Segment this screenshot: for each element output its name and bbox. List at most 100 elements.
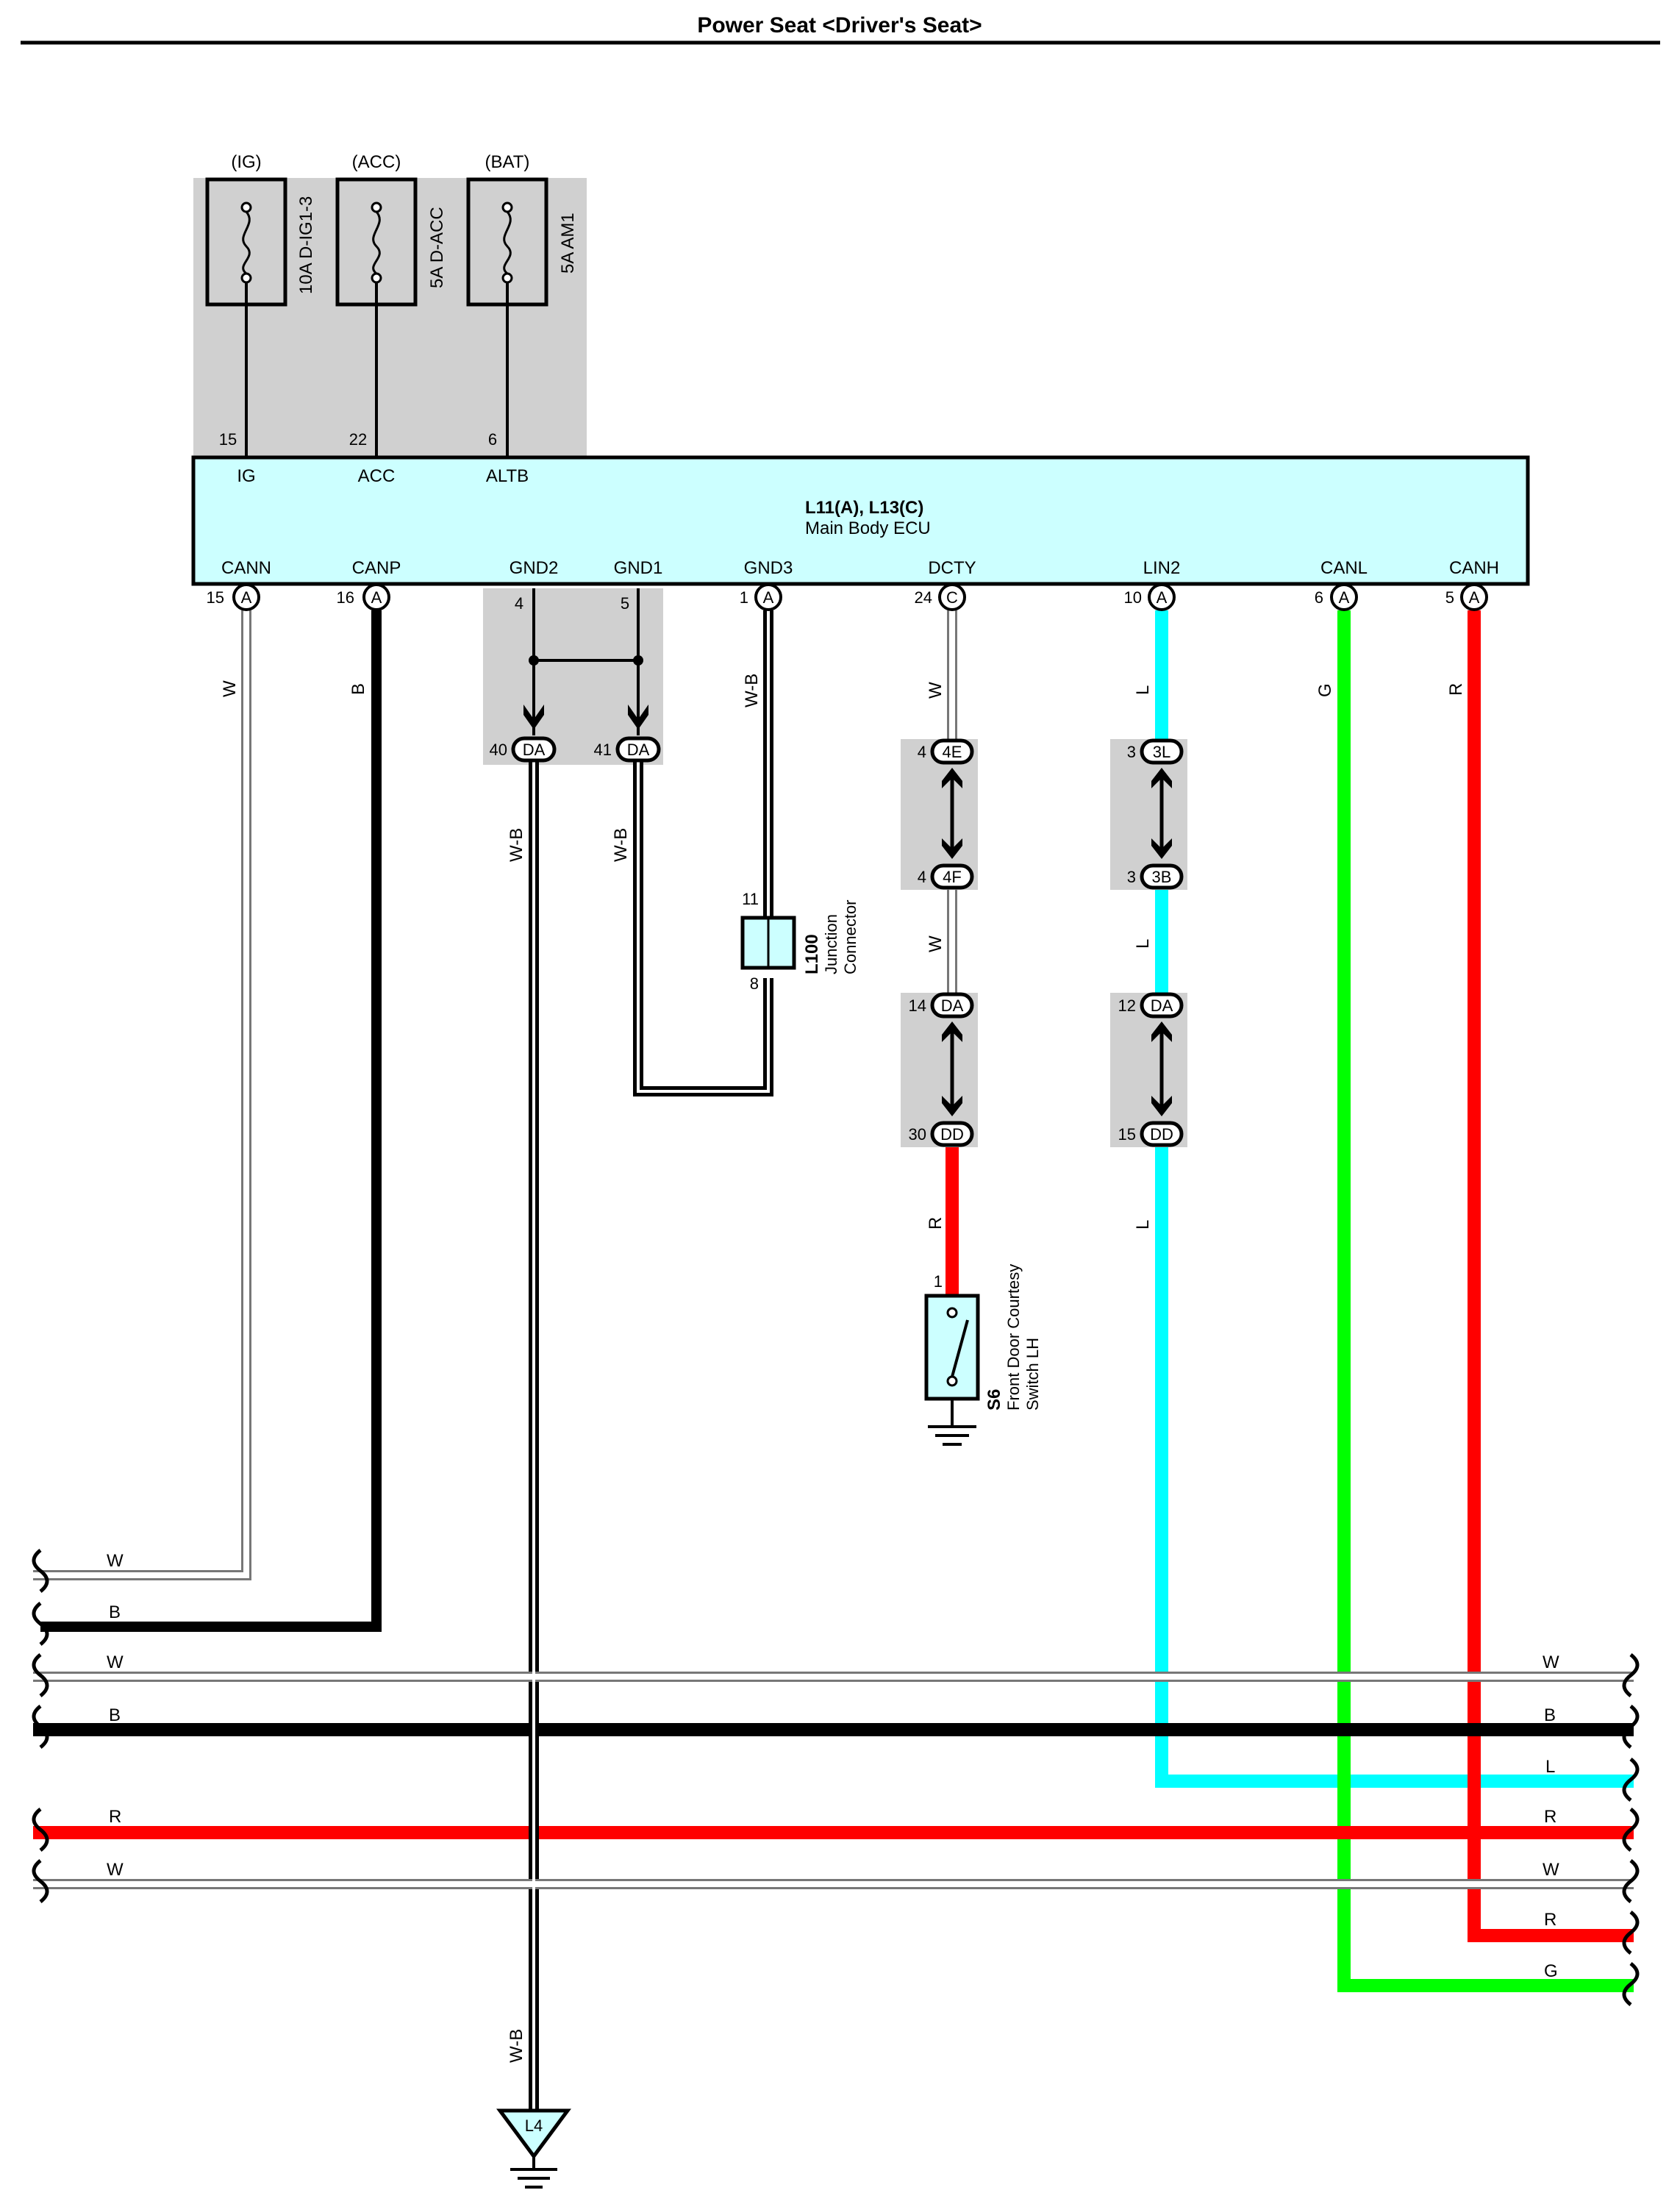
connector-letter: A xyxy=(241,588,252,607)
connector-code: DA xyxy=(1151,996,1173,1015)
connector-letter: A xyxy=(1469,588,1480,607)
wire-color-lin2-lower: L xyxy=(1133,1220,1153,1230)
wire-color-canh: R xyxy=(1446,683,1466,696)
diagram-title: Power Seat <Driver's Seat> xyxy=(697,13,982,38)
pin-number: 24 xyxy=(915,588,932,607)
pin-number: 11 xyxy=(742,890,759,908)
fuse-element-icon xyxy=(242,211,251,275)
fuse-bat: (BAT) 5A AM1 6 xyxy=(466,152,578,457)
bus-right-label-1: W xyxy=(1543,1652,1559,1672)
lin2-inline-connectors: 3L 3 3B 3 DA 12 DD 15 xyxy=(1118,738,1184,1147)
gnd-junction-connectors: DA 40 DA 41 xyxy=(490,705,661,763)
connector-code: DA xyxy=(523,741,546,759)
connector-code: L100 xyxy=(802,934,822,974)
pin-number: 1 xyxy=(740,588,748,607)
pin-number: 8 xyxy=(750,974,759,993)
bus-left-label-5: R xyxy=(109,1807,121,1827)
pin-number: 6 xyxy=(1315,588,1323,607)
lin2-connector-shade-2 xyxy=(1110,993,1187,1147)
wire-color-dcty-upper: W xyxy=(926,682,946,699)
pin-number: 3 xyxy=(1127,743,1136,761)
fuse-rating-label: 10A D-IG1-3 xyxy=(296,196,316,294)
dcty-connector-shade-2 xyxy=(901,993,978,1147)
bus-right-label-2: B xyxy=(1544,1705,1556,1725)
bus-left-label-3: W xyxy=(107,1652,124,1672)
ecu-bottom-connectors: A 15 A 16 4 5 A 1 C 24 A 10 A 6 A 5 xyxy=(207,583,1488,613)
connector-code: DA xyxy=(941,996,964,1015)
fuse-acc: (ACC) 5A D-ACC 22 xyxy=(335,152,447,457)
bus-right-label-3: L xyxy=(1545,1757,1555,1777)
bus-right-label-4: R xyxy=(1544,1807,1556,1827)
right-break-marks xyxy=(1622,1653,1640,2006)
pin-number: 3 xyxy=(1127,868,1136,886)
gnd-internal-wires xyxy=(529,588,643,735)
connector-code: 4E xyxy=(943,743,962,761)
pin-number: 5 xyxy=(1445,588,1454,607)
ecu-code: L11(A), L13(C) xyxy=(805,498,923,518)
pin-number: 15 xyxy=(207,588,224,607)
wire-color-dcty-mid: W xyxy=(926,935,946,952)
lin2-blue-wire xyxy=(1155,610,1634,1788)
connector-letter: A xyxy=(1339,588,1350,607)
pin-number: 5 xyxy=(621,594,629,613)
bus-left-label-6: W xyxy=(107,1860,124,1880)
fuse-rating-label: 5A D-ACC xyxy=(427,207,447,288)
pin-number: 4 xyxy=(918,868,926,886)
connector-code: DA xyxy=(627,741,650,759)
bus-wires xyxy=(33,1672,1634,1889)
pin-number: 4 xyxy=(515,594,523,613)
pin-number: 30 xyxy=(909,1125,926,1144)
bus-left-label-4: B xyxy=(109,1705,121,1725)
fuse-source-label: (IG) xyxy=(231,152,261,172)
pin-number: 4 xyxy=(918,743,926,761)
left-break-marks xyxy=(32,1549,49,1903)
ground-code: L4 xyxy=(525,2116,543,2135)
ecu-terminal-gnd1: GND1 xyxy=(614,558,663,578)
wire-color-cann: W xyxy=(220,680,240,697)
ecu-terminal-canh: CANH xyxy=(1449,558,1499,578)
pin-number: 10 xyxy=(1124,588,1142,607)
bus-left-label-2: B xyxy=(109,1602,121,1622)
wire-color-lin2-mid: L xyxy=(1133,939,1153,949)
ecu-terminal-altb: ALTB xyxy=(486,466,529,486)
fuse-element-icon xyxy=(372,211,381,275)
connector-code: 4F xyxy=(943,868,962,886)
fuse-pin-number: 22 xyxy=(349,430,367,449)
main-body-ecu-box xyxy=(191,455,1530,586)
fuse-pin-number: 15 xyxy=(219,430,237,449)
connector-letter: A xyxy=(1157,588,1168,607)
ecu-terminal-gnd3: GND3 xyxy=(744,558,793,578)
gnd1-gnd3-wb-wire xyxy=(633,610,773,1096)
ecu-terminal-lin2: LIN2 xyxy=(1143,558,1181,578)
ecu-name: Main Body ECU xyxy=(805,518,931,538)
fuse-rating-label: 5A AM1 xyxy=(558,213,578,274)
cann-wire xyxy=(33,610,251,1580)
wire-color-gnd3: W-B xyxy=(742,674,762,707)
ecu-terminal-canl: CANL xyxy=(1320,558,1368,578)
fuse-source-label: (BAT) xyxy=(485,152,530,172)
connector-code: DD xyxy=(1150,1125,1173,1144)
wire-color-canl: G xyxy=(1315,683,1335,697)
ecu-terminal-cann: CANN xyxy=(221,558,271,578)
ecu-terminal-dcty: DCTY xyxy=(928,558,976,578)
canl-green-wire xyxy=(1337,610,1634,1992)
bus-left-label-1: W xyxy=(107,1551,124,1571)
switch-code: S6 xyxy=(984,1389,1004,1411)
wire-color-lin2-upper: L xyxy=(1133,685,1153,695)
switch-name: Switch LH xyxy=(1023,1338,1042,1411)
wire-color-ground: W-B xyxy=(507,2029,526,2063)
connector-name: Junction xyxy=(822,914,840,974)
wire-color-canp: B xyxy=(348,683,368,695)
bus-right-label-5: W xyxy=(1543,1860,1559,1880)
fuse-element-icon xyxy=(503,211,512,275)
fuse-ig: (IG) 10A D-IG1-3 15 xyxy=(205,152,316,457)
fuse-source-label: (ACC) xyxy=(352,152,401,172)
ground-point-l4: L4 xyxy=(496,2108,571,2189)
connector-code: DD xyxy=(940,1125,964,1144)
canh-red-wire xyxy=(1468,610,1634,1942)
ecu-terminal-gnd2: GND2 xyxy=(510,558,559,578)
connector-letter: A xyxy=(371,588,382,607)
pin-number: 14 xyxy=(909,996,926,1015)
connector-code: 3B xyxy=(1152,868,1172,886)
